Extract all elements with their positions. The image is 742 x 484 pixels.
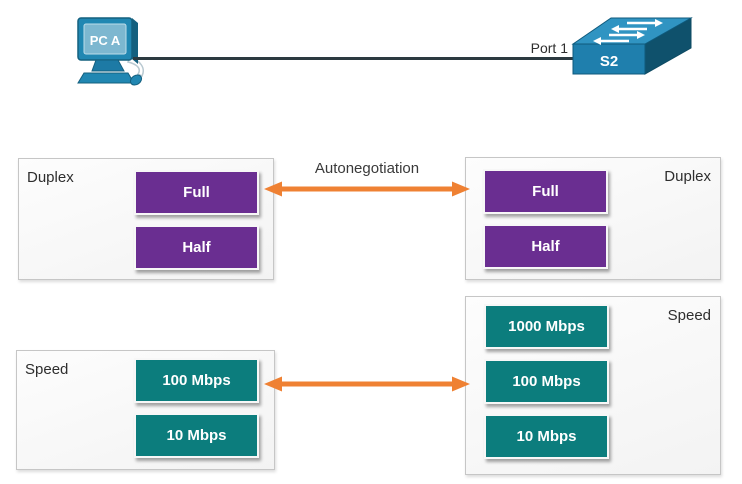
switch-icon: S2 xyxy=(571,17,693,75)
pc-speed-option-100[interactable]: 100 Mbps xyxy=(134,358,259,403)
pc-speed-panel: Speed 100 Mbps 10 Mbps xyxy=(16,350,275,470)
pc-duplex-panel: Duplex Full Half xyxy=(18,158,274,280)
pc-icon: PC A xyxy=(77,17,144,86)
switch-speed-panel-title: Speed xyxy=(667,307,711,324)
port-label: Port 1 xyxy=(530,40,568,56)
monitor-stand xyxy=(91,59,125,72)
duplex-negotiation-arrow-icon xyxy=(264,181,470,197)
switch-speed-panel: Speed 1000 Mbps 100 Mbps 10 Mbps xyxy=(465,296,721,475)
switch-duplex-panel-title: Duplex xyxy=(664,168,711,185)
switch-duplex-option-half[interactable]: Half xyxy=(483,224,608,269)
switch-name-label: S2 xyxy=(600,53,618,70)
monitor-side xyxy=(132,18,138,64)
switch-duplex-option-full[interactable]: Full xyxy=(483,169,608,214)
pc-base xyxy=(77,72,135,84)
pc-duplex-panel-title: Duplex xyxy=(27,169,74,186)
mouse xyxy=(129,74,143,86)
speed-negotiation-arrow-icon xyxy=(264,376,470,392)
switch-flow-arrows-icon xyxy=(593,19,663,45)
switch-speed-option-1000[interactable]: 1000 Mbps xyxy=(484,304,609,349)
monitor-screen xyxy=(83,23,127,55)
switch-duplex-panel: Duplex Full Half xyxy=(465,157,721,280)
mouse-cable xyxy=(126,57,144,78)
pc-name-label: PC A xyxy=(90,33,121,48)
switch-front-face xyxy=(572,43,646,75)
ethernet-cable xyxy=(133,57,575,60)
switch-speed-option-10[interactable]: 10 Mbps xyxy=(484,414,609,459)
pc-speed-option-10[interactable]: 10 Mbps xyxy=(134,413,259,458)
pc-speed-panel-title: Speed xyxy=(25,361,69,378)
autonegotiation-label: Autonegotiation xyxy=(314,160,420,177)
pc-duplex-option-full[interactable]: Full xyxy=(134,170,259,215)
switch-speed-option-100[interactable]: 100 Mbps xyxy=(484,359,609,404)
pc-duplex-option-half[interactable]: Half xyxy=(134,225,259,270)
